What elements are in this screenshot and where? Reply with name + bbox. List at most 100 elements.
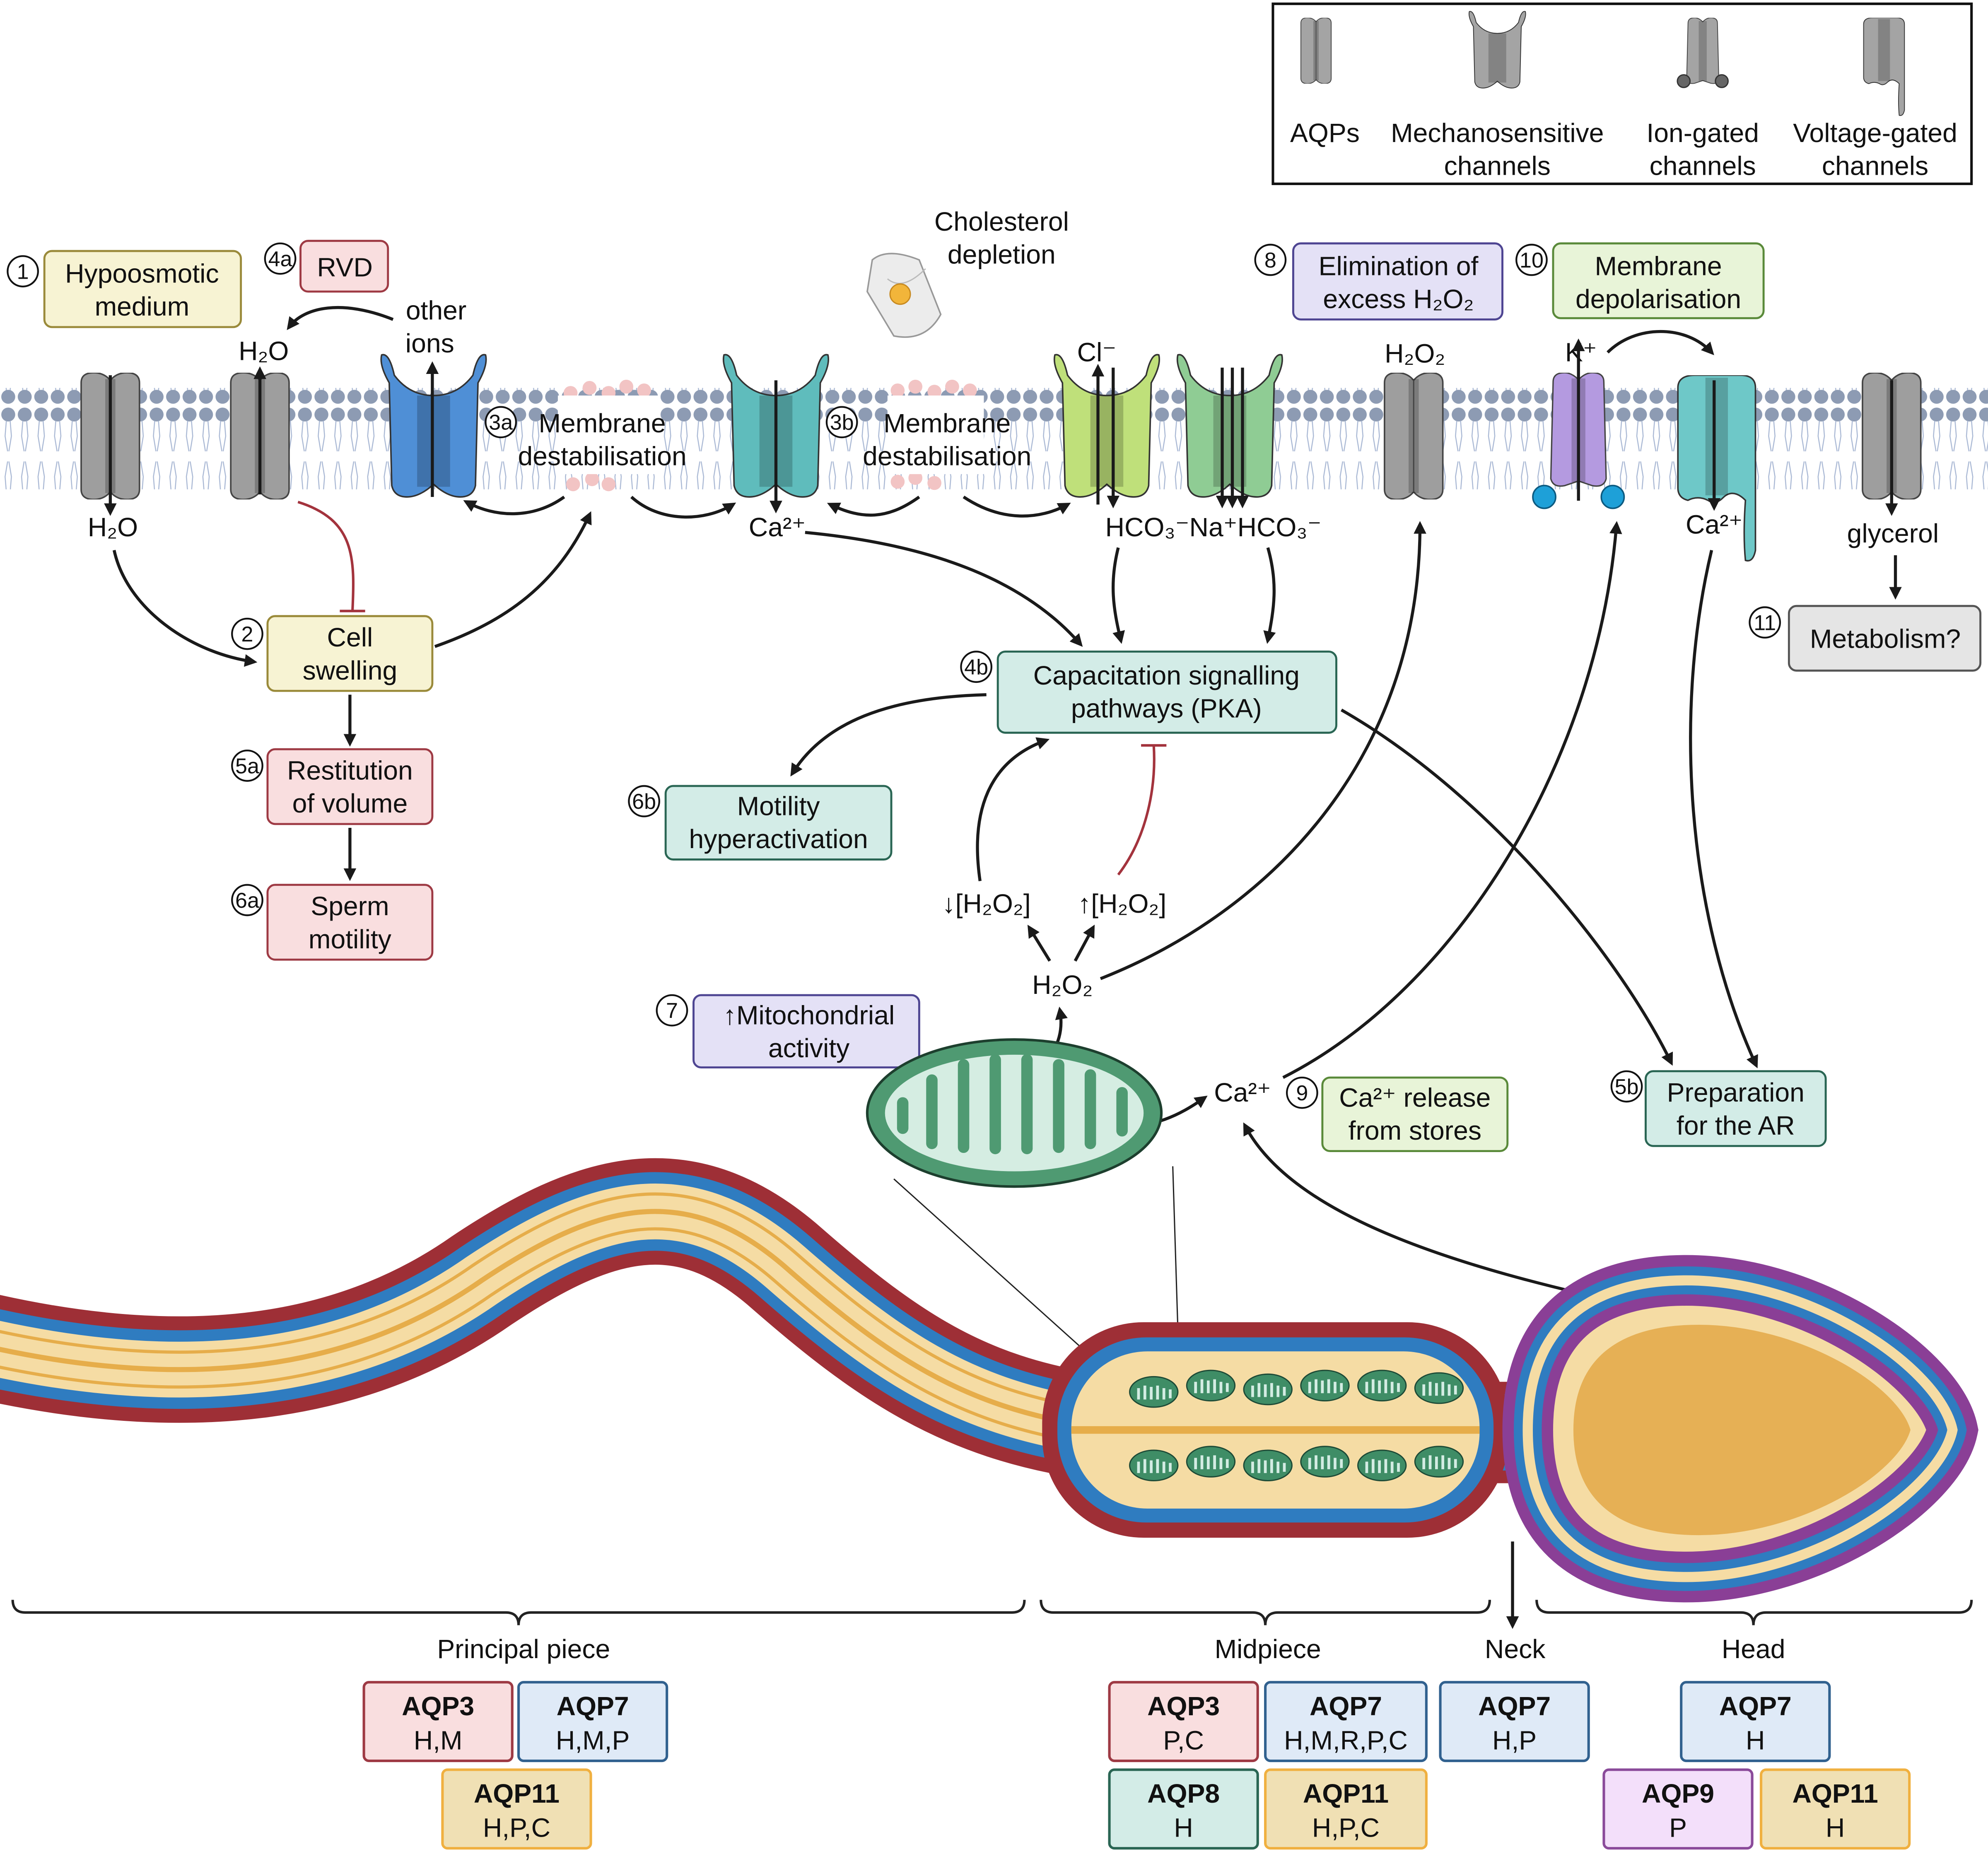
aqp-name: AQP7	[557, 1691, 629, 1721]
sperm-cell	[0, 1158, 1978, 1603]
label-h2o2-mito: H₂O₂	[1032, 970, 1093, 1000]
aqp-box-background	[441, 1768, 592, 1850]
step-10-membrane-depolarisation: 10 Membrane depolarisation	[1515, 242, 1765, 319]
step-label: Metabolism?	[1810, 624, 1961, 653]
cholesterol-depletion-icon	[866, 253, 942, 338]
step-label: Hypoosmotic	[65, 259, 219, 289]
legend-label-ion-gated: Ion-gated	[1646, 118, 1759, 148]
mitochondrion-small-icon	[1301, 1447, 1349, 1477]
aqp-box-background	[517, 1681, 668, 1762]
step-label: medium	[95, 292, 190, 321]
label-calcium-stores: Ca²⁺	[1214, 1078, 1271, 1107]
aquaporin-icon	[1300, 17, 1332, 84]
step-number: 3a	[489, 411, 513, 435]
legend-label-mechanosensitive: Mechanosensitive	[1391, 118, 1604, 148]
principal-piece-tail	[0, 1158, 1099, 1479]
aqp-species: H	[1746, 1725, 1765, 1755]
label-other-ions: other	[406, 295, 466, 325]
aqp-box-background	[1439, 1681, 1590, 1762]
step-label: Membrane	[1595, 251, 1722, 281]
aqp-box-background	[1108, 1681, 1259, 1762]
step-3a-membrane-destabilisation: 3a Membrane destabilisation	[485, 406, 687, 471]
step-label: Capacitation signalling	[1033, 661, 1300, 690]
legend: AQPs Mechanosensitive channels Ion-gated…	[1271, 2, 1973, 185]
step-label: depolarisation	[1575, 284, 1741, 314]
step-2-cell-swelling: 2 Cell swelling	[231, 615, 434, 692]
step-number: 1	[17, 260, 29, 284]
aqp-species: H,M,P	[556, 1725, 630, 1755]
step-1-hypoosmotic-medium: 1 Hypoosmotic medium	[7, 250, 242, 328]
mitochondrion-small-icon	[1187, 1447, 1235, 1477]
step-8-elimination-h2o2: 8 Elimination of excess H₂O₂	[1254, 242, 1503, 321]
step-number: 6b	[632, 790, 656, 814]
step-label: ↑Mitochondrial	[723, 1000, 895, 1030]
step-6a-sperm-motility: 6a Sperm motility	[231, 884, 434, 961]
region-label-midpiece: Midpiece	[1215, 1634, 1321, 1664]
aqp-box-background	[1680, 1681, 1831, 1762]
step-label: from stores	[1349, 1116, 1481, 1145]
aqp-name: AQP9	[1642, 1779, 1714, 1808]
step-label: Preparation	[1667, 1078, 1805, 1107]
aqp-box-background	[1759, 1768, 1911, 1850]
aqp-species: H,P	[1492, 1725, 1537, 1755]
step-label: activity	[768, 1033, 849, 1063]
step-number: 5b	[1615, 1075, 1639, 1099]
legend-label-mechanosensitive-2: channels	[1444, 151, 1551, 181]
step-label: Cell	[327, 622, 373, 652]
aqp-name: AQP7	[1310, 1691, 1382, 1721]
step-5b-preparation-for-ar: 5b Preparation for the AR	[1610, 1070, 1827, 1147]
aqp-species: H,P,C	[1312, 1813, 1380, 1843]
step-label: destabilisation	[863, 441, 1031, 471]
aqp-box-background	[1264, 1681, 1428, 1762]
aqp-box-background	[1264, 1768, 1428, 1850]
label-chloride: Cl⁻	[1077, 337, 1117, 367]
plasma-membrane	[0, 379, 1988, 492]
aqp-box-background	[1108, 1768, 1259, 1850]
mitochondrion-small-icon	[1358, 1450, 1406, 1480]
step-label: Elimination of	[1319, 251, 1479, 281]
label-increased-h2o2: ↑[H₂O₂]	[1078, 889, 1166, 919]
step-label: Motility	[737, 791, 820, 821]
step-label: Membrane	[538, 408, 666, 438]
legend-label-aqps: AQPs	[1290, 118, 1360, 148]
aqp-name: AQP3	[402, 1691, 474, 1721]
ion-gated-channel-icon	[1686, 17, 1720, 84]
label-decreased-h2o2: ↓[H₂O₂]	[942, 889, 1031, 919]
aqp-species: P	[1669, 1813, 1687, 1843]
aquaporin-channel-3	[1384, 372, 1444, 500]
chloride-bicarbonate-exchanger	[1053, 354, 1160, 498]
label-calcium-voltage: Ca²⁺	[1686, 510, 1742, 540]
label-cholesterol: Cholesterol	[934, 207, 1069, 236]
step-label: swelling	[303, 656, 398, 685]
label-calcium-teal: Ca²⁺	[749, 512, 806, 542]
aqp-box-background	[362, 1681, 514, 1762]
aqp-name: AQP11	[1793, 1779, 1878, 1808]
aqp-expression-boxes: AQP3H,MAQP7H,M,PAQP11H,P,CAQP3P,CAQP7H,M…	[362, 1681, 1911, 1850]
step-number: 10	[1520, 248, 1544, 272]
mitochondrion-small-icon	[1415, 1447, 1463, 1477]
molecule-labels: H₂O H₂O other ions Cholesterol depletion…	[88, 207, 1939, 1107]
step-3b-membrane-destabilisation: 3b Membrane destabilisation	[825, 406, 1031, 471]
step-number: 8	[1264, 248, 1276, 272]
step-label: hyperactivation	[689, 824, 868, 854]
step-label: Sperm	[311, 891, 389, 921]
label-other-ions-2: ions	[405, 328, 454, 358]
aqp-name: AQP11	[1303, 1779, 1389, 1808]
aqp-name: AQP8	[1147, 1779, 1220, 1808]
aqp-species: H	[1174, 1813, 1193, 1843]
step-label: of volume	[292, 788, 408, 818]
aqp-name: AQP3	[1147, 1691, 1220, 1721]
step-label: Ca²⁺ release	[1339, 1083, 1491, 1112]
step-label: motility	[309, 924, 391, 954]
mitochondrion-small-icon	[1130, 1450, 1178, 1480]
